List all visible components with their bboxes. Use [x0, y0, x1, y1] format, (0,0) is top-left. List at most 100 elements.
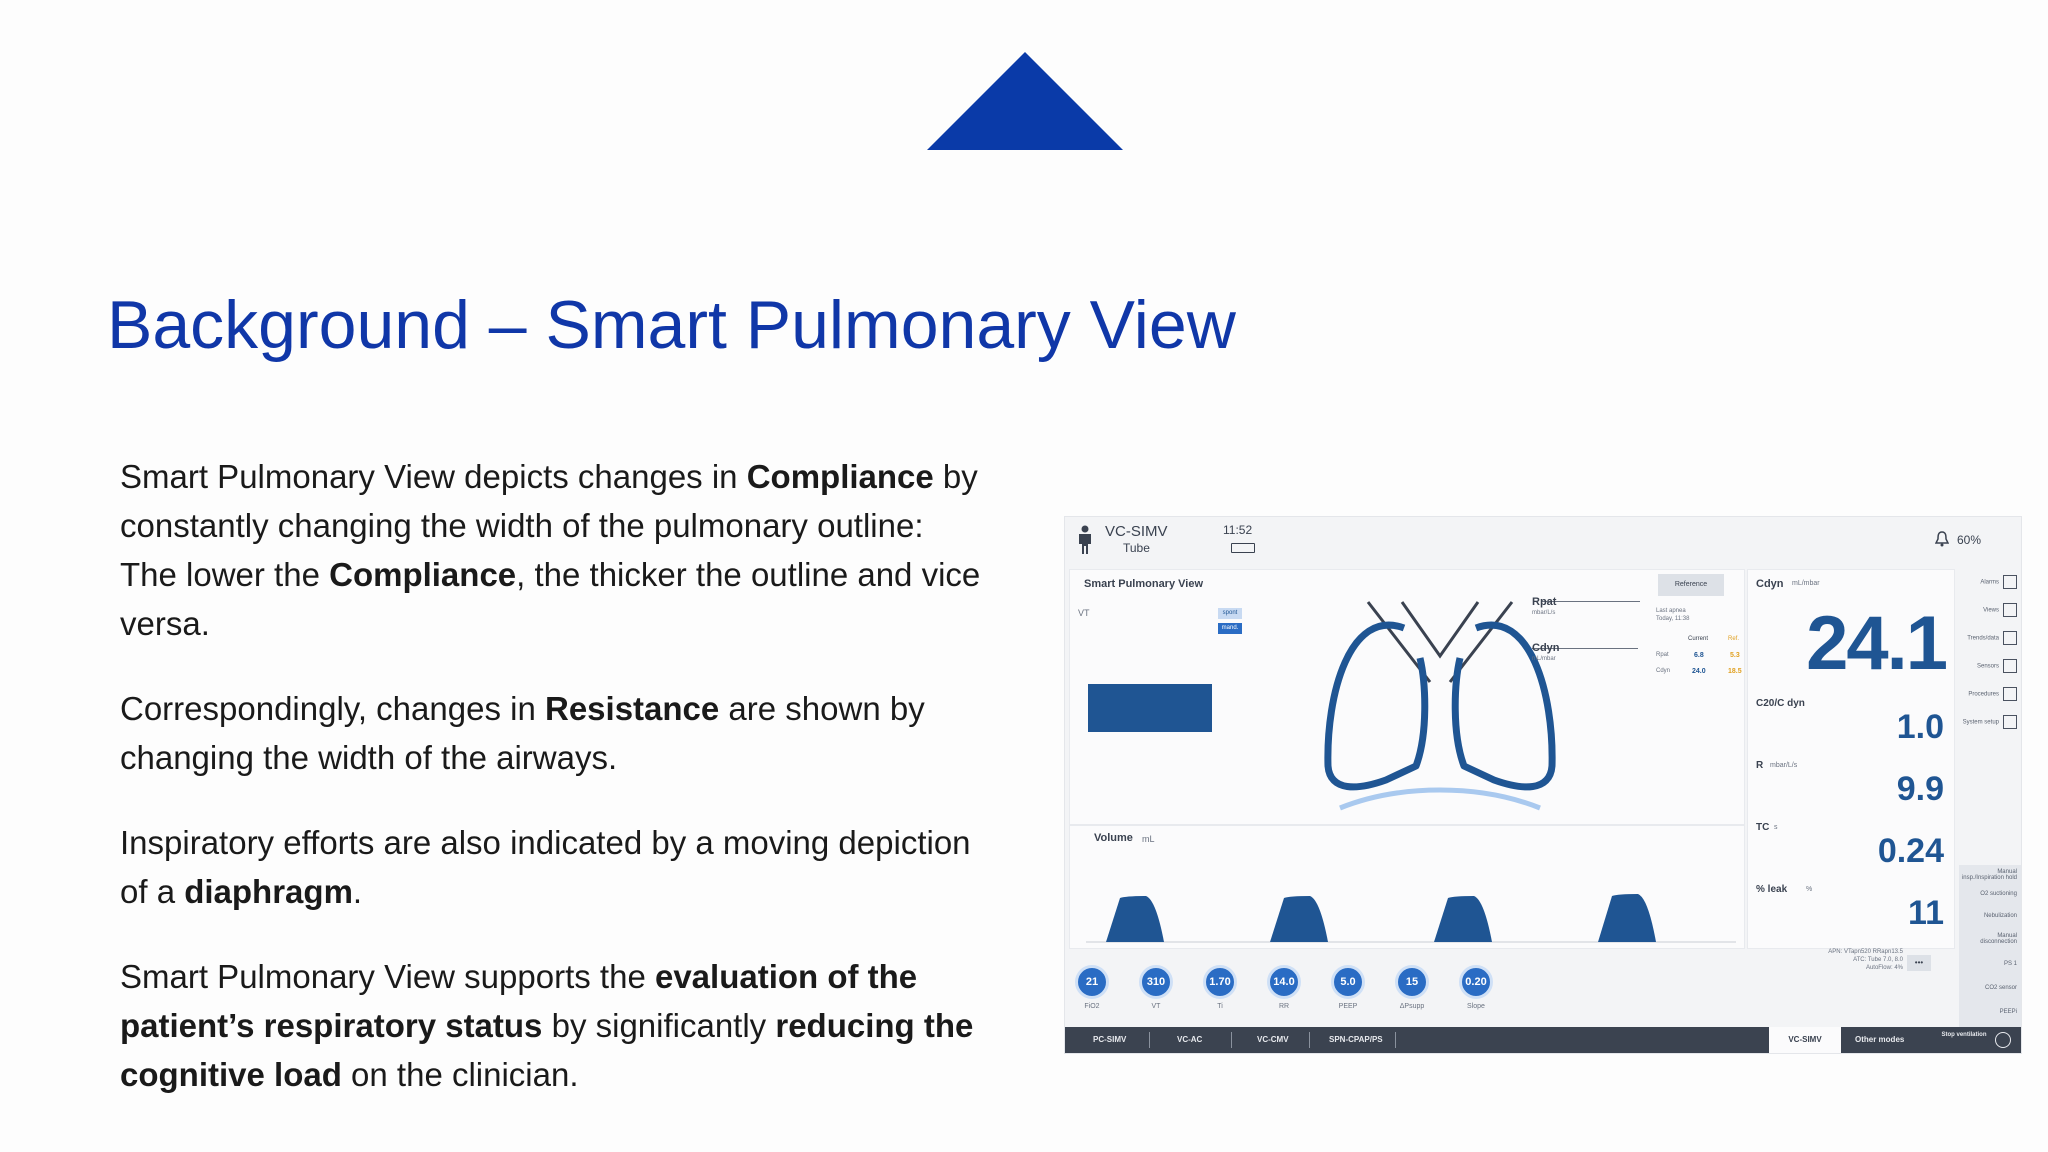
- meas-label: Cdyn: [1756, 578, 1784, 590]
- side-menu-item[interactable]: PEEPi: [1999, 1009, 2017, 1015]
- vent-header: VC-SIMV Tube 11:52 60%: [1065, 517, 2021, 569]
- vent-mode: VC-SIMV: [1105, 523, 1168, 540]
- mode-tab[interactable]: VC-AC: [1177, 1035, 1203, 1044]
- sensors-icon: [2003, 659, 2017, 673]
- ref-row-label: Cdyn: [1656, 668, 1671, 674]
- body-paragraph: Inspiratory efforts are also indicated b…: [120, 818, 1000, 916]
- text-run: Correspondingly, changes in: [120, 690, 545, 727]
- last-apnea-label: Last apnea: [1656, 608, 1686, 614]
- meas-label: TC: [1756, 822, 1770, 833]
- mode-tab[interactable]: VC-CMV: [1257, 1035, 1289, 1044]
- logo-triangle-icon: [927, 52, 1123, 150]
- bell-icon[interactable]: [1935, 531, 1949, 547]
- vt-bar: [1088, 684, 1212, 732]
- mode-tab[interactable]: PC-SIMV: [1093, 1035, 1127, 1044]
- views-icon: [2003, 603, 2017, 617]
- side-menu-lower: [1959, 865, 2021, 1027]
- side-menu-item[interactable]: System setup: [1963, 715, 2017, 729]
- measurements-panel: Cdyn mL/mbar 24.1 C20/C dyn 1.0 R mbar/L…: [1747, 569, 1955, 949]
- more-button[interactable]: •••: [1907, 955, 1931, 971]
- volume-label: Volume: [1094, 832, 1133, 844]
- control-label: PEEP: [1338, 1003, 1358, 1010]
- control-knob[interactable]: 15: [1395, 965, 1429, 999]
- meas-unit: mL/mbar: [1792, 580, 1820, 587]
- info-line: APN: VTapn520 RRapn13.5: [1828, 949, 1903, 955]
- control-knob[interactable]: 14.0: [1267, 965, 1301, 999]
- text-run: The lower the: [120, 556, 330, 593]
- control-label: Ti: [1217, 1003, 1223, 1010]
- side-menu-item[interactable]: Views: [1983, 603, 2017, 617]
- resistance-value: 9.9: [1896, 770, 1944, 808]
- ref-header-ref: Ref.: [1728, 636, 1740, 642]
- side-menu-item[interactable]: Manual insp./Inspiration hold: [1961, 869, 2017, 881]
- body-paragraph: Correspondingly, changes in Resistance a…: [120, 684, 1000, 782]
- meas-unit: mbar/L/s: [1770, 762, 1798, 769]
- side-menu: Alarms Views Trends/data Sensors Procedu…: [1957, 569, 2021, 1027]
- rpat-leader: [1542, 601, 1640, 602]
- info-line: AutoFlow: 4%: [1865, 965, 1903, 971]
- meas-unit: s: [1774, 824, 1778, 831]
- vent-time: 11:52: [1223, 523, 1253, 537]
- text-run: Smart Pulmonary View depicts changes in: [120, 458, 747, 495]
- cdyn-leader: [1532, 648, 1638, 649]
- bold-term: evaluation of the patient’s respiratory …: [120, 958, 918, 1044]
- stop-ventilation-button[interactable]: Stop ventilation: [1941, 1032, 1987, 1038]
- bold-term: Compliance: [746, 458, 934, 495]
- control-knob[interactable]: 310: [1139, 965, 1173, 999]
- rpat-unit: mbar/L/s: [1532, 610, 1556, 616]
- active-mode-tab[interactable]: VC-SIMV: [1769, 1027, 1841, 1053]
- ventilator-screenshot: VC-SIMV Tube 11:52 60% Smart Pulmonary V…: [1064, 516, 2022, 1054]
- text-run: by constantly changing the width of the …: [120, 458, 978, 544]
- spv-title: Smart Pulmonary View: [1084, 578, 1204, 590]
- trends-icon: [2003, 631, 2017, 645]
- side-menu-item[interactable]: PS 1: [2003, 961, 2017, 967]
- text-run: Inspiratory efforts are also indicated b…: [120, 824, 971, 910]
- control-label: Slope: [1467, 1003, 1485, 1010]
- ref-header-current: Current: [1688, 636, 1709, 642]
- control-knob[interactable]: 1.70: [1203, 965, 1237, 999]
- side-menu-item[interactable]: Trends/data: [1967, 631, 2017, 645]
- meas-label: C20/C dyn: [1756, 698, 1805, 709]
- bold-term: Compliance: [329, 556, 517, 593]
- tc-value: 0.24: [1877, 832, 1944, 870]
- ref-row-current: 24.0: [1692, 668, 1706, 675]
- reference-button[interactable]: Reference: [1658, 574, 1724, 596]
- side-menu-item[interactable]: Manual disconnection: [1980, 933, 2017, 945]
- leak-value: 11: [1908, 894, 1944, 932]
- mode-bar: PC-SIMV VC-AC VC-CMV SPN-CPAP/PS VC-SIMV…: [1065, 1027, 2021, 1053]
- setup-icon: [2003, 715, 2017, 729]
- control-label: FiO2: [1084, 1003, 1100, 1010]
- procedures-icon: [2003, 687, 2017, 701]
- alarm-volume: 60%: [1956, 533, 1981, 547]
- ref-row-current: 6.8: [1694, 652, 1704, 659]
- vent-interface: Tube: [1123, 541, 1150, 555]
- side-menu-item[interactable]: CO2 sensor: [1984, 985, 2017, 991]
- text-run: by significantly: [542, 1007, 776, 1044]
- side-menu-item[interactable]: Procedures: [1968, 687, 2017, 701]
- stop-icon[interactable]: [1995, 1032, 2011, 1048]
- control-knob[interactable]: 5.0: [1331, 965, 1365, 999]
- mode-tab[interactable]: SPN-CPAP/PS: [1329, 1035, 1383, 1044]
- side-menu-item[interactable]: Nebulization: [1983, 913, 2017, 919]
- control-label: ΔPsupp: [1399, 1003, 1425, 1010]
- cdyn-unit: mL/mbar: [1532, 656, 1556, 662]
- body-paragraph: Smart Pulmonary View supports the evalua…: [120, 952, 1000, 1099]
- meas-label: % leak: [1756, 884, 1788, 895]
- mand-tag: mand.: [1218, 623, 1242, 634]
- info-line: ATC: Tube 7.0, 8.0: [1853, 957, 1903, 963]
- side-menu-item[interactable]: Alarms: [1980, 575, 2017, 589]
- volume-waveform: [1086, 894, 1736, 943]
- other-modes-button[interactable]: Other modes: [1855, 1035, 1905, 1044]
- text-run: , the thicker the outline and vice versa…: [120, 556, 981, 642]
- alarms-icon: [2003, 575, 2017, 589]
- rpat-label: Rpat: [1532, 596, 1557, 608]
- battery-icon: [1231, 543, 1255, 553]
- control-knob[interactable]: 0.20: [1459, 965, 1493, 999]
- cdyn-value: 24.1: [1806, 601, 1948, 686]
- side-menu-item[interactable]: O2 suctioning: [1980, 891, 2017, 897]
- spont-tag: spont: [1218, 608, 1242, 619]
- meas-unit: %: [1806, 886, 1813, 893]
- cdyn-label: Cdyn: [1532, 642, 1560, 654]
- control-knob[interactable]: 21: [1075, 965, 1109, 999]
- side-menu-item[interactable]: Sensors: [1977, 659, 2017, 673]
